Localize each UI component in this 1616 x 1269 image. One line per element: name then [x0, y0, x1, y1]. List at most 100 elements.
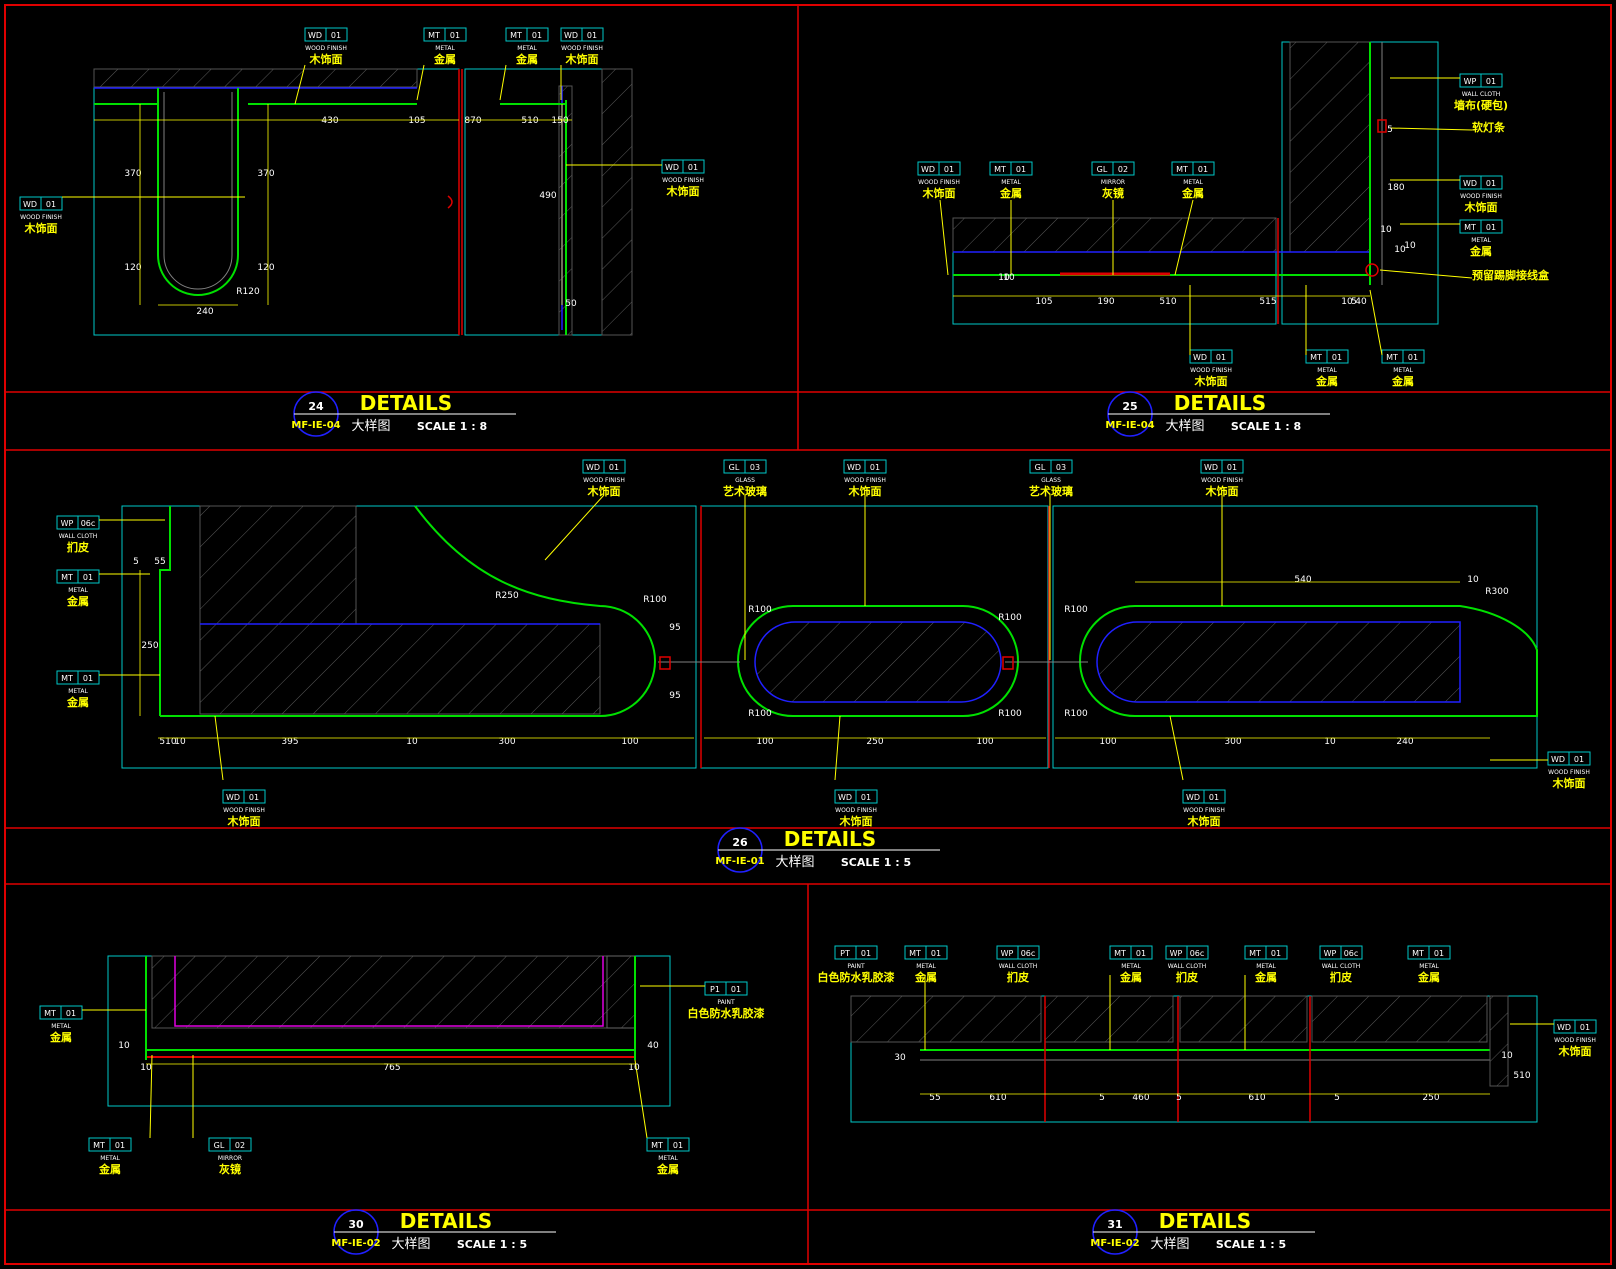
dimension-label: 10 — [1380, 225, 1392, 235]
detail-number: 31 — [1107, 1218, 1122, 1231]
tag-code: WD — [564, 31, 578, 40]
tag-code: WD — [1557, 1023, 1571, 1032]
tag-chinese: 金属 — [49, 1030, 72, 1044]
dimension-label: 40 — [647, 1041, 659, 1051]
tag-code: WD — [1463, 179, 1477, 188]
tag-number: 01 — [1198, 165, 1208, 174]
dimension-label: 5 — [133, 557, 139, 567]
detail-number: 26 — [732, 836, 748, 849]
detail-subtitle: 大样图 — [1165, 419, 1204, 434]
dimension-label: R250 — [495, 591, 519, 601]
dimension-label: 5 — [1176, 1093, 1182, 1103]
detail-scale: SCALE 1 : 8 — [417, 420, 487, 433]
dimension-label: 10 — [1501, 1051, 1513, 1061]
tag-chinese: 预留踢脚接线盒 — [1472, 268, 1550, 282]
tag-chinese: 木饰面 — [565, 52, 599, 66]
tag-english: WALL CLOTH — [1322, 963, 1361, 970]
tag-english: METAL — [68, 587, 88, 594]
dimension-label: 10 — [406, 737, 418, 747]
tag-english: METAL — [51, 1023, 71, 1030]
tag-number: 01 — [1227, 463, 1237, 472]
tag-english: GLASS — [1041, 477, 1061, 484]
tag-chinese: 金属 — [515, 52, 538, 66]
tag-english: GLASS — [735, 477, 755, 484]
tag-number: 01 — [46, 200, 56, 209]
tag-code: WP — [1001, 949, 1014, 958]
tag-code: WD — [921, 165, 935, 174]
d24-break-mark — [447, 195, 453, 209]
tag-number: 01 — [532, 31, 542, 40]
tag-number: 01 — [1271, 949, 1281, 958]
dimension-label: 50 — [565, 299, 577, 309]
tag-number: 01 — [870, 463, 880, 472]
sheet-frame — [4, 4, 1612, 1265]
tag-english: WOOD FINISH — [1554, 1037, 1596, 1044]
dimension-label: 490 — [539, 191, 556, 201]
detail-title: DETAILS — [1174, 391, 1266, 415]
tag-code: WP — [1464, 77, 1477, 86]
tag-number: 01 — [1216, 353, 1226, 362]
tag-code: MT — [428, 31, 440, 40]
tag-number: 01 — [1209, 793, 1219, 802]
tag-code: MT — [909, 949, 921, 958]
tag-code: WP — [61, 519, 74, 528]
tag-chinese: 木饰面 — [587, 484, 621, 498]
tag-code: GL — [729, 463, 740, 472]
d26-curve-panel — [160, 505, 656, 717]
dimension-label: 100 — [621, 737, 638, 747]
tag-number: 01 — [83, 674, 93, 683]
tag-chinese: 金属 — [1315, 374, 1338, 388]
dimension-label: 10 — [174, 737, 186, 747]
leader-line — [294, 64, 306, 105]
tag-english: WALL CLOTH — [1168, 963, 1207, 970]
tag-english: METAL — [1001, 179, 1021, 186]
dimension-label: 10 — [1341, 297, 1353, 307]
dimension-label: R300 — [1485, 587, 1509, 597]
dimension-label: 10 — [998, 273, 1010, 283]
dimension-label: 540 — [1294, 575, 1311, 585]
leader-line — [1174, 199, 1194, 276]
tag-code: PT — [840, 949, 850, 958]
dimension-label: R100 — [748, 709, 772, 719]
tag-number: 01 — [1016, 165, 1026, 174]
dimension-label: 55 — [154, 557, 165, 567]
dimension-label: 10 — [1404, 241, 1416, 251]
d26-glass-clip-2 — [1002, 656, 1014, 670]
tag-english: METAL — [916, 963, 936, 970]
dimension-label: 55 — [929, 1093, 940, 1103]
tag-english: PAINT — [847, 963, 865, 970]
tag-chinese: 灰镜 — [219, 1162, 241, 1176]
tag-number: 01 — [861, 793, 871, 802]
dimension-label: 430 — [321, 116, 338, 126]
tag-chinese: 金属 — [433, 52, 456, 66]
dimension-label: 40 — [1355, 297, 1367, 307]
material-tag: 软灯条 — [1472, 120, 1506, 134]
dimension-label: 10 — [140, 1063, 152, 1073]
detail-title: DETAILS — [400, 1209, 492, 1233]
tag-chinese: 金属 — [656, 1162, 679, 1176]
dimension-label: R120 — [236, 287, 260, 297]
tag-chinese: 艺术玻璃 — [1029, 484, 1073, 498]
tag-code: P1 — [710, 985, 720, 994]
dimension-label: 370 — [257, 169, 274, 179]
tag-english: WALL CLOTH — [999, 963, 1038, 970]
tag-english: METAL — [100, 1155, 120, 1162]
dimension-label: 10 — [628, 1063, 640, 1073]
tag-number: 01 — [688, 163, 698, 172]
dimension-label: 250 — [1422, 1093, 1439, 1103]
